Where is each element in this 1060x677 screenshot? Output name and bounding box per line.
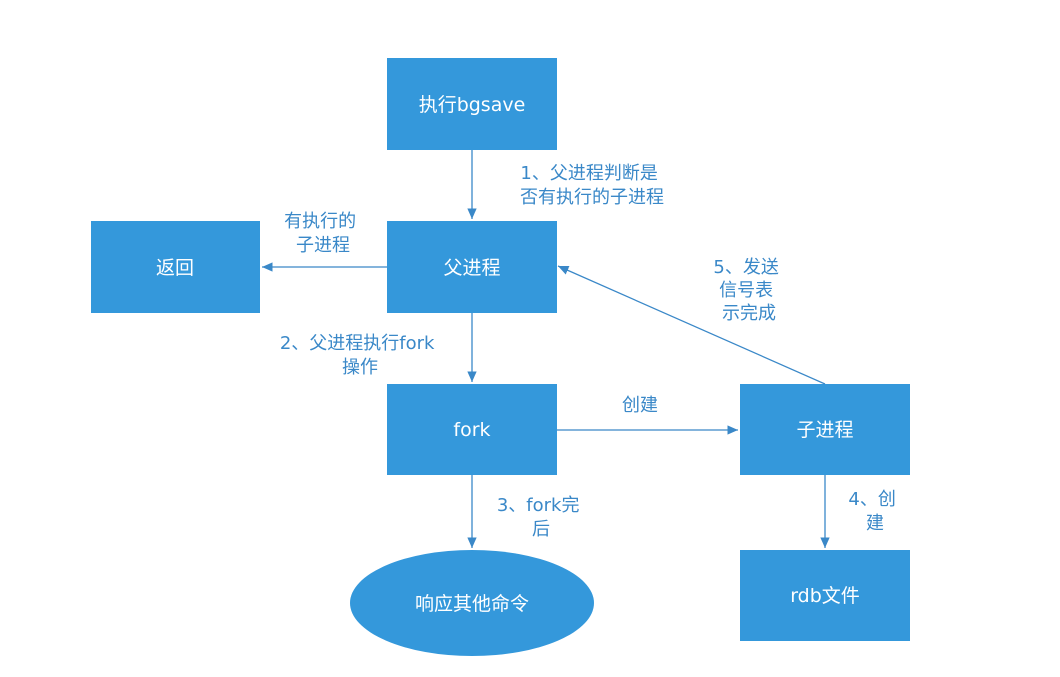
label-step5-line1: 5、发送	[713, 257, 778, 278]
node-bgsave-label: 执行bgsave	[419, 94, 526, 116]
label-step4-line2: 建	[866, 513, 884, 534]
label-create: 创建	[622, 395, 658, 416]
node-respond-other-commands: 响应其他命令	[350, 550, 594, 656]
label-step4: 4、创 建	[848, 489, 901, 534]
label-has-child-process: 有执行的 子进程	[284, 211, 362, 256]
label-step4-line1: 4、创	[848, 489, 895, 510]
label-step5: 5、发送 信号表 示完成	[713, 257, 784, 324]
edge-child-to-parent	[557, 265, 826, 385]
node-rdb-file: rdb文件	[740, 550, 910, 641]
node-child-process-label: 子进程	[796, 419, 853, 441]
node-return-label: 返回	[156, 257, 194, 279]
label-step3-line2: 后	[532, 519, 550, 540]
label-step3: 3、fork完 后	[497, 495, 585, 540]
label-has-child-line2: 子进程	[296, 235, 350, 256]
node-child-process: 子进程	[740, 384, 910, 475]
label-step1-line1: 1、父进程判断是	[520, 163, 657, 184]
node-bgsave: 执行bgsave	[387, 58, 557, 150]
label-step1-line2: 否有执行的子进程	[520, 187, 664, 208]
label-step5-line2: 信号表	[719, 280, 773, 301]
node-parent-process: 父进程	[387, 221, 557, 313]
label-step2-line1: 2、父进程执行fork	[280, 333, 435, 354]
label-step3-line1: 3、fork完	[497, 495, 580, 516]
label-step1: 1、父进程判断是 否有执行的子进程	[520, 163, 664, 208]
node-fork-label: fork	[453, 419, 490, 441]
node-fork: fork	[387, 384, 557, 475]
label-step5-line3: 示完成	[722, 303, 776, 324]
label-step2: 2、父进程执行fork 操作	[280, 333, 440, 378]
node-rdb-file-label: rdb文件	[790, 585, 860, 607]
node-return: 返回	[91, 221, 260, 313]
label-has-child-line1: 有执行的	[284, 211, 356, 232]
label-step2-line2: 操作	[342, 357, 378, 378]
node-respond-label: 响应其他命令	[415, 593, 529, 615]
label-create-line1: 创建	[622, 395, 658, 416]
node-parent-process-label: 父进程	[443, 257, 500, 279]
